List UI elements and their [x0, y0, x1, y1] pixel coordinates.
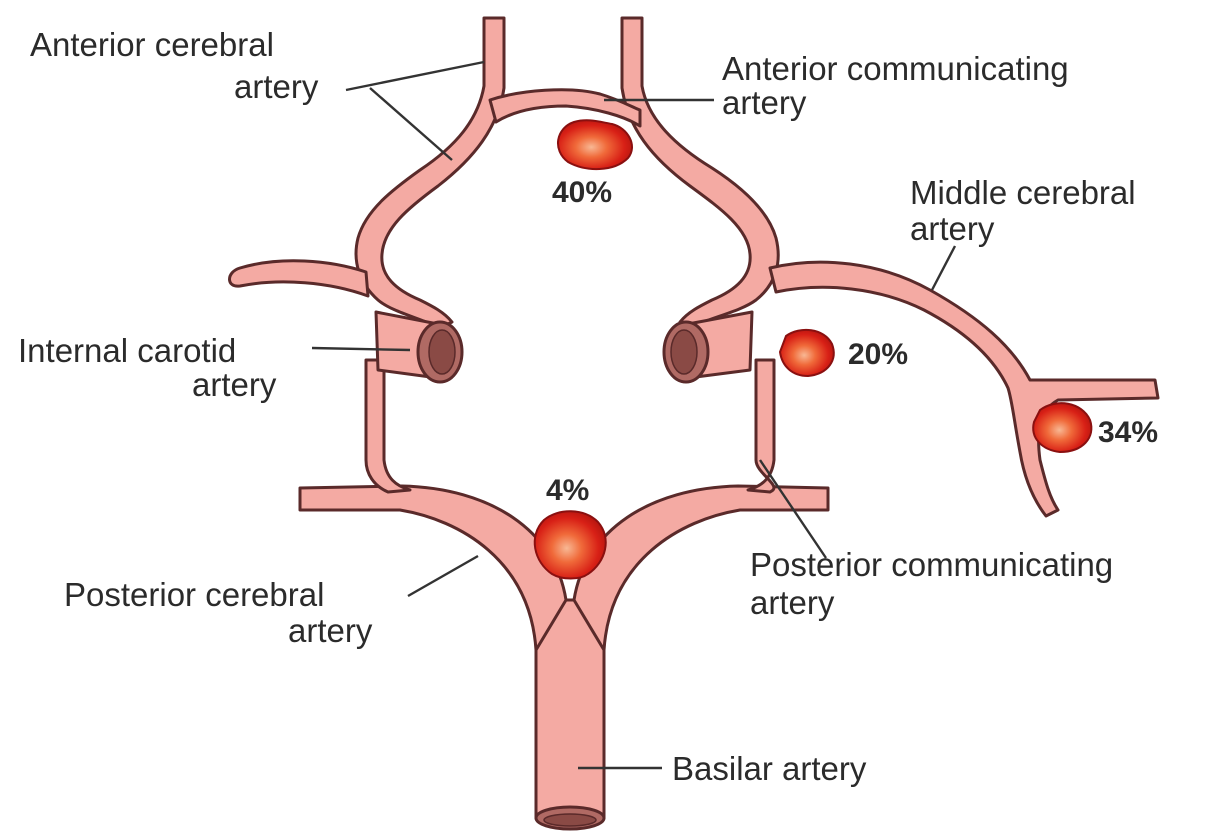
- aneurysm-middle-cerebral-bifurcation: [1033, 403, 1091, 452]
- label-anterior-communicating-line1: Anterior communicating: [722, 50, 1069, 87]
- label-posterior-communicating-line2: artery: [750, 584, 835, 621]
- internal-carotid-stump-left-lumen-inner: [429, 330, 455, 374]
- leader-middle-cerebral: [932, 246, 955, 290]
- label-posterior-cerebral-line2: artery: [288, 612, 373, 649]
- internal-carotid-stump-right-lumen-inner: [671, 330, 697, 374]
- label-internal-carotid-line2: artery: [192, 366, 277, 403]
- label-posterior-communicating-line1: Posterior communicating: [750, 546, 1113, 583]
- aneurysm-anterior-communicating: [558, 120, 632, 169]
- middle-cerebral-artery-left: [230, 261, 369, 296]
- label-anterior-communicating-line2: artery: [722, 84, 807, 121]
- label-middle-cerebral-line1: Middle cerebral: [910, 174, 1136, 211]
- leader-anterior-cerebral-lower: [370, 88, 452, 160]
- percent-anterior-communicating: 40%: [552, 176, 612, 209]
- posterior-communicating-artery-left: [366, 360, 410, 492]
- posterior-communicating-artery-right: [748, 360, 774, 492]
- percent-middle-cerebral-origin: 20%: [848, 338, 908, 371]
- label-internal-carotid-line1: Internal carotid: [18, 332, 236, 369]
- label-posterior-cerebral-line1: Posterior cerebral: [64, 576, 324, 613]
- leader-posterior-cerebral: [408, 556, 478, 596]
- basilar-artery-lumen-inner: [544, 814, 596, 826]
- label-anterior-cerebral-line2: artery: [234, 68, 319, 105]
- label-basilar-artery: Basilar artery: [672, 750, 867, 787]
- middle-cerebral-artery-right: [770, 262, 1158, 516]
- anterior-communicating-artery: [490, 90, 640, 126]
- label-middle-cerebral-line2: artery: [910, 210, 995, 247]
- vessel-network: [230, 18, 1159, 829]
- label-anterior-cerebral-line1: Anterior cerebral: [30, 26, 274, 63]
- internal-carotid-artery-left: [356, 18, 504, 328]
- percent-middle-cerebral-bifurcation: 34%: [1098, 416, 1158, 449]
- leader-lines: [312, 62, 955, 768]
- aneurysm-middle-cerebral-origin: [780, 330, 834, 376]
- percent-basilar-tip: 4%: [546, 474, 589, 507]
- aneurysm-basilar-tip: [535, 511, 606, 578]
- percentages: 40% 20% 34% 4%: [546, 176, 1158, 507]
- leader-anterior-cerebral-upper: [346, 62, 484, 90]
